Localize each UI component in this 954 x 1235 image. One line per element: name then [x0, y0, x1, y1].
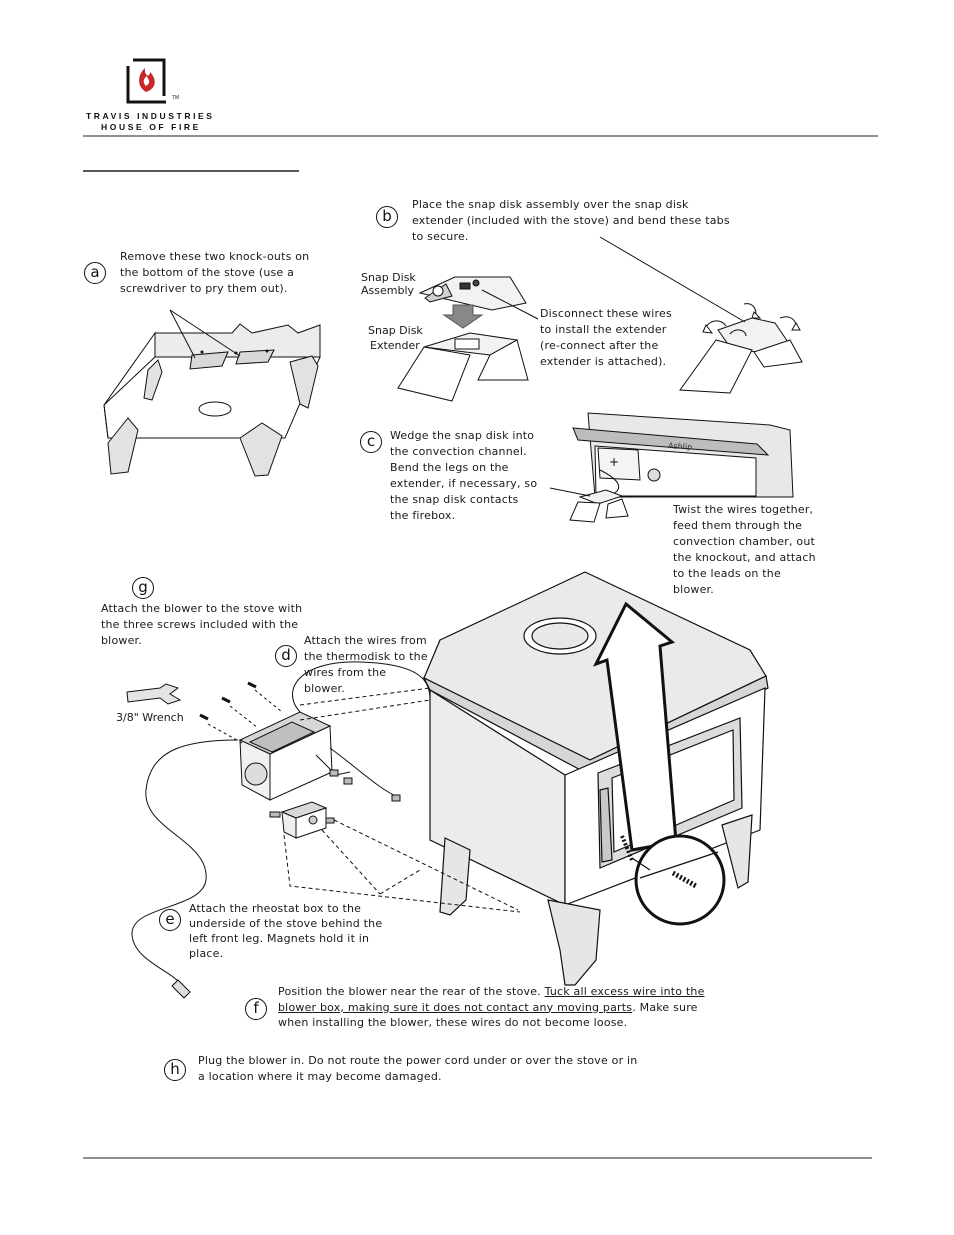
step-a-text: Remove these two knock-outs on the botto… — [120, 250, 310, 295]
snap-disk-extender-label-1: Snap Disk — [368, 324, 423, 337]
step-f-text: Position the blower near the rear of the… — [278, 984, 716, 1031]
disconnect-wires-note: Disconnect these wires to install the ex… — [540, 307, 672, 368]
trademark-mark: TM — [172, 95, 180, 101]
ashlip-label: Ashlip — [667, 441, 693, 452]
step-c-text: Wedge the snap disk into the convection … — [390, 429, 538, 522]
convection-channel-figure: + — [549, 412, 794, 523]
step-h-marker: h — [164, 1059, 186, 1081]
snap-disk-extender-label-2: Extender — [370, 339, 420, 352]
stove-bottom-figure — [103, 309, 321, 477]
step-f-marker: f — [245, 998, 267, 1020]
blower-figure — [126, 661, 521, 999]
stove-figure — [422, 571, 769, 986]
snap-disk-assembly-label-2: Assembly — [361, 284, 415, 297]
step-g-text: Attach the blower to the stove with the … — [101, 602, 303, 647]
step-d-text: Attach the wires from the thermodisk to … — [304, 634, 428, 695]
svg-text:+: + — [609, 455, 619, 469]
step-e-marker: e — [159, 909, 181, 931]
travis-logo — [126, 58, 166, 104]
twist-wires-note: Twist the wires together, feed them thro… — [673, 503, 816, 596]
step-b-marker: b — [376, 206, 398, 228]
step-f-text-start: Position the blower near the rear of the… — [278, 985, 545, 998]
step-d-marker: d — [275, 645, 297, 667]
step-f-text-end: . Make sure when installing the blower, … — [278, 1000, 698, 1030]
brand-tagline: HOUSE OF FIRE — [101, 122, 201, 132]
wrench-label: 3/8" Wrench — [116, 711, 184, 724]
step-e-text: Attach the rheostat box to the underside… — [189, 902, 383, 960]
step-c-marker: c — [360, 431, 382, 453]
step-f-text-underlined: Tuck all excess wire into the blower box… — [278, 985, 705, 1014]
step-g-marker: g — [132, 577, 154, 599]
step-a-marker: a — [84, 262, 106, 284]
brand-name: TRAVIS INDUSTRIES — [86, 111, 215, 121]
snap-disk-figure — [397, 236, 803, 402]
snap-disk-assembly-label-1: Snap Disk — [361, 271, 416, 284]
step-h-text: Plug the blower in. Do not route the pow… — [198, 1054, 638, 1083]
step-b-text: Place the snap disk assembly over the sn… — [412, 198, 730, 243]
